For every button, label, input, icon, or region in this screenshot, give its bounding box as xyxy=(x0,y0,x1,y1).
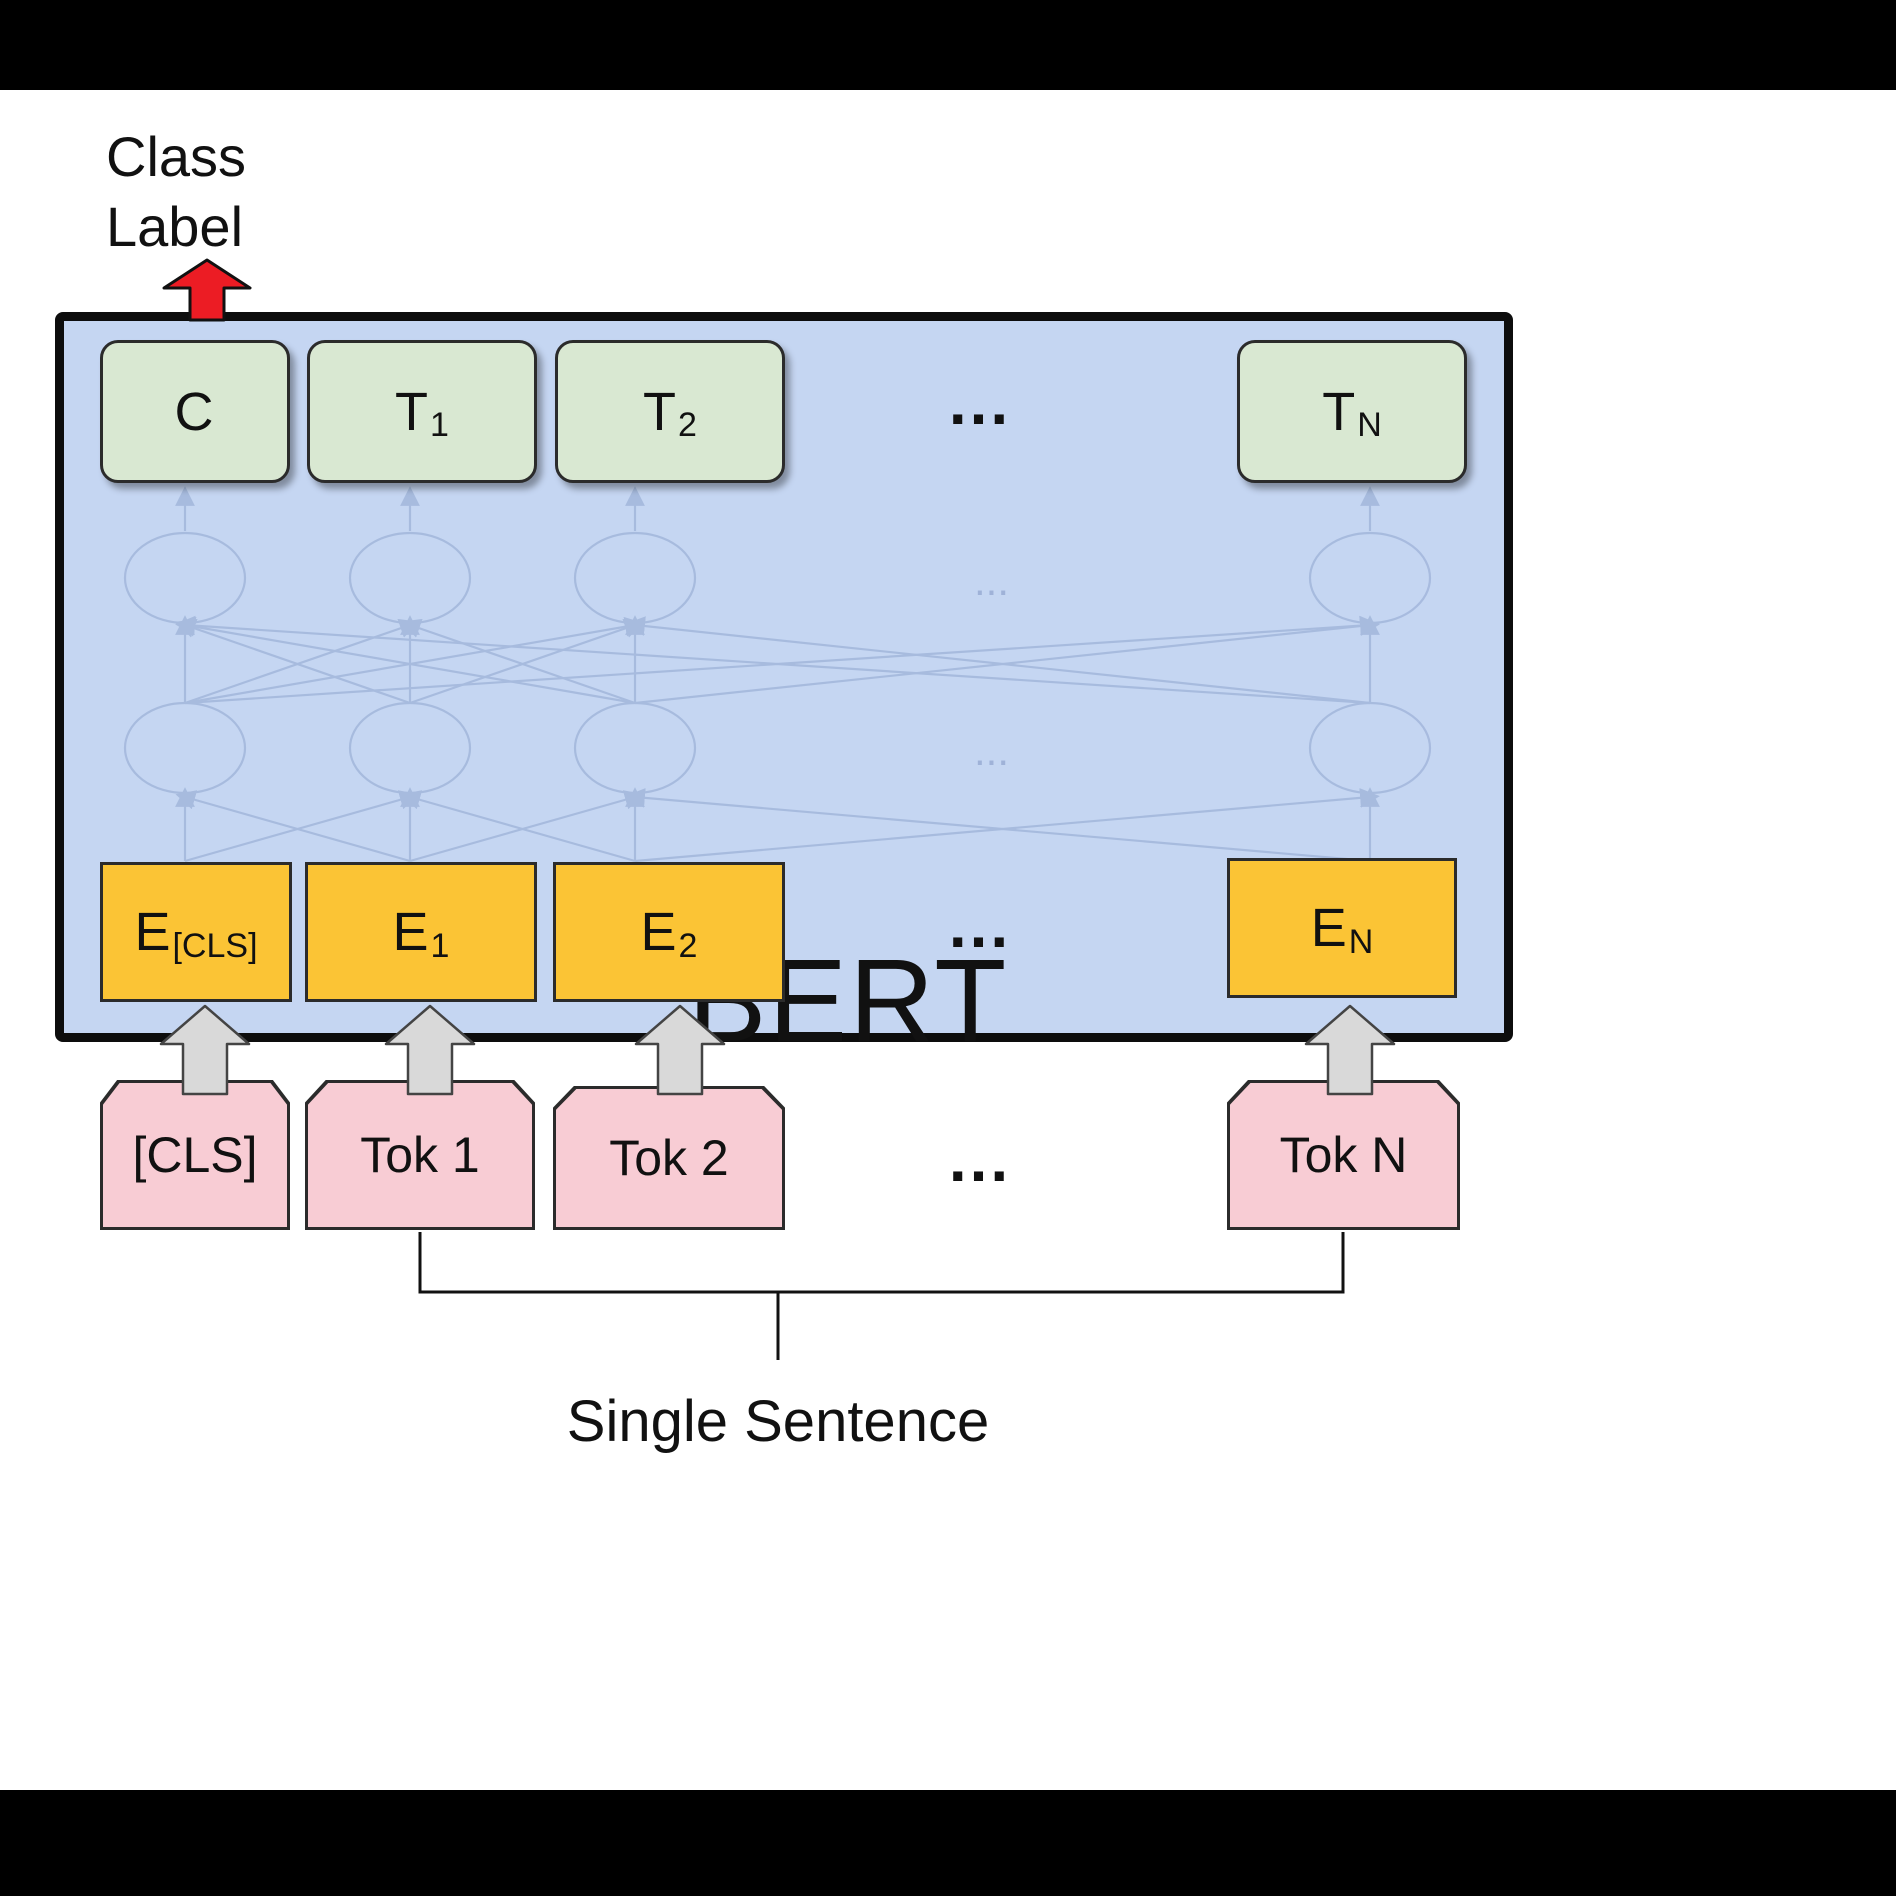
output-label-sub: N xyxy=(1357,406,1382,444)
token-label: Tok 1 xyxy=(308,1083,532,1227)
output-label: T xyxy=(1322,381,1356,442)
input-up-arrow-icon xyxy=(384,1004,476,1096)
letterbox-bottom xyxy=(0,1790,1896,1896)
token-label: Tok N xyxy=(1230,1083,1457,1227)
output-label: T xyxy=(395,381,429,442)
token-box-tok1: Tok 1 xyxy=(305,1080,535,1230)
embedding-label: E xyxy=(134,902,171,962)
sentence-caption: Single Sentence xyxy=(566,1389,990,1454)
embedding-box-cls: E[CLS] xyxy=(100,862,292,1002)
embedding-label: E xyxy=(1310,898,1347,958)
embedding-label: E xyxy=(392,902,429,962)
token-label: [CLS] xyxy=(103,1083,287,1227)
hidden-ellipsis-top: ... xyxy=(974,557,1009,604)
hidden-ellipsis-bottom: ... xyxy=(974,727,1009,774)
letterbox-top xyxy=(0,0,1896,90)
class-label-line1: Class xyxy=(106,125,247,188)
output-label-sub: 2 xyxy=(678,406,697,444)
class-label: Class Label xyxy=(106,122,246,262)
embedding-ellipsis: ... xyxy=(948,889,1012,961)
class-up-arrow-icon xyxy=(162,258,252,322)
token-box-tok2: Tok 2 xyxy=(553,1086,785,1230)
output-label: T xyxy=(643,381,677,442)
embedding-label: E xyxy=(640,902,677,962)
embedding-label-sub: [CLS] xyxy=(172,926,258,965)
sentence-bracket xyxy=(418,1232,1345,1360)
token-ellipsis: ... xyxy=(948,1123,1012,1195)
token-box-tokn: Tok N xyxy=(1227,1080,1460,1230)
embedding-label-sub: 1 xyxy=(430,926,450,965)
input-up-arrow-icon xyxy=(1304,1004,1396,1096)
class-label-line2: Label xyxy=(106,195,244,258)
embedding-label-sub: N xyxy=(1348,922,1374,961)
embedding-label-sub: 2 xyxy=(678,926,698,965)
token-label: Tok 2 xyxy=(556,1089,782,1227)
input-up-arrow-icon xyxy=(634,1004,726,1096)
input-up-arrow-icon xyxy=(159,1004,251,1096)
output-label: C xyxy=(174,381,214,442)
token-box-cls: [CLS] xyxy=(100,1080,290,1230)
output-ellipsis: ... xyxy=(948,366,1012,438)
output-label-sub: 1 xyxy=(430,406,449,444)
output-box-c: C xyxy=(100,340,290,483)
